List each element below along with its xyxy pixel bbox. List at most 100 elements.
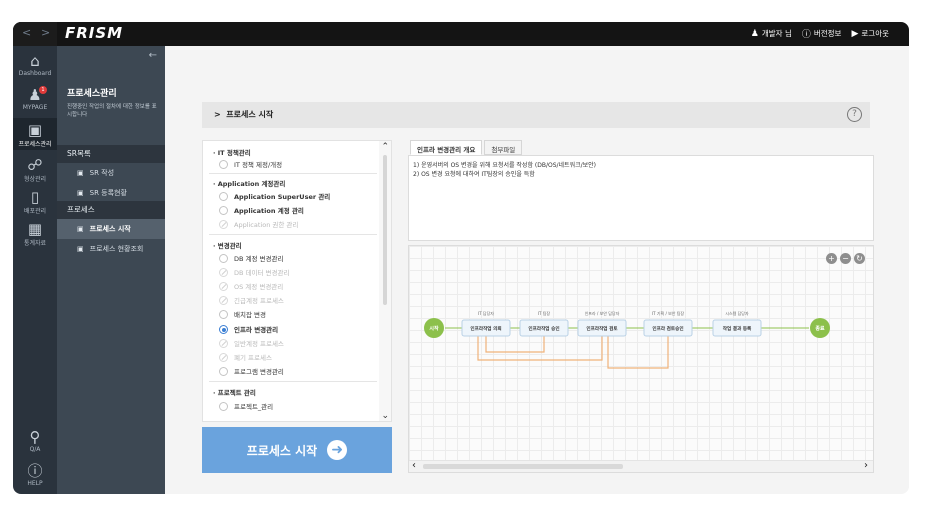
process-option-selected[interactable]: 인프라 변경관리	[219, 324, 278, 334]
user-label: 개발자 님	[761, 29, 792, 38]
flow-start-label: 시작	[429, 325, 439, 332]
tab-overview[interactable]: 인프라 변경관리 개요	[410, 140, 483, 155]
document-icon: ▣	[77, 225, 84, 233]
iconbar-item-help[interactable]: ⓘ HELP	[13, 462, 57, 487]
scrollbar-thumb[interactable]	[423, 464, 623, 469]
flow-step-role: IT 팀장	[538, 310, 551, 316]
user-menu[interactable]: ♟ 개발자 님	[751, 28, 792, 39]
process-option[interactable]: Application SuperUser 관리	[219, 191, 330, 201]
process-option: DB 데이터 변경관리	[219, 267, 289, 277]
zoom-controls: + − ↻	[826, 253, 865, 264]
back-arrow-icon[interactable]: <	[22, 26, 32, 39]
iconbar-item-dashboard[interactable]: ⌂ Dashboard	[13, 52, 57, 77]
panel-description: 진행중인 작업의 절차에 대한 정보를 표시합니다	[67, 104, 157, 118]
flow-return-connector	[477, 336, 603, 361]
radio-button[interactable]	[219, 191, 228, 201]
iconbar-item-qa[interactable]: ⚲ Q/A	[13, 428, 57, 453]
flow-step-node	[643, 319, 693, 337]
zoom-out-icon[interactable]: −	[840, 253, 851, 264]
radio-button[interactable]	[219, 253, 228, 263]
iconbar-item-deploy[interactable]: ▯ 배포관리	[13, 188, 57, 215]
zoom-in-icon[interactable]: +	[826, 253, 837, 264]
description-line: 1) 운영서버의 OS 변경을 위해 요청서를 작성함 (DB/OS/네트워크/…	[413, 162, 597, 169]
document-icon: ▣	[77, 189, 84, 197]
flow-step-role: 인프라 / 보안 담당자	[585, 310, 620, 316]
scrollbar-thumb[interactable]	[383, 155, 387, 305]
chevron-up-icon[interactable]: ⌃	[381, 142, 389, 152]
iconbar-item-mypage[interactable]: ♟ 1 MYPAGE	[13, 86, 57, 111]
section-sr-list[interactable]: SR목록	[57, 145, 165, 163]
horizontal-scrollbar[interactable]: ‹ ›	[409, 460, 873, 472]
radio-button-disabled	[219, 267, 228, 277]
reset-zoom-icon[interactable]: ↻	[854, 253, 865, 264]
help-circle-icon[interactable]: ?	[847, 107, 862, 122]
monitor-icon: ▣	[27, 121, 43, 139]
help-icon: ⓘ	[27, 462, 43, 480]
process-option: 폐기 프로세스	[219, 352, 272, 362]
sidebar-item-process-status[interactable]: ▣ 프로세스 현황조회	[57, 239, 165, 259]
radio-button-disabled	[219, 281, 228, 291]
process-option: 일반계정 프로세스	[219, 338, 284, 348]
description-line: 2) OS 변경 요청에 대하여 IT팀장의 승인을 득함	[413, 171, 535, 178]
logout-link[interactable]: ▶ 로그아웃	[851, 28, 889, 39]
iconbar-item-config[interactable]: ☍ 형상관리	[13, 156, 57, 183]
icon-sidebar: ⌂ Dashboard ♟ 1 MYPAGE ▣ 프로세스관리 ☍ 형상관리 ▯…	[13, 46, 57, 494]
sidebar-item-process-start[interactable]: ▣ 프로세스 시작	[57, 219, 165, 239]
user-icon: ♟	[750, 28, 759, 39]
top-bar: < > FRISM ♟ 개발자 님 ⓘ 버전정보 ▶ 로그아웃	[13, 22, 909, 46]
process-option: Application 권한 관리	[219, 219, 298, 229]
process-option[interactable]: Application 계정 관리	[219, 205, 304, 215]
flow-end-label: 종료	[815, 325, 825, 332]
phone-icon: ▯	[30, 188, 40, 206]
iconbar-item-process[interactable]: ▣ 프로세스관리	[13, 118, 57, 150]
section-process[interactable]: 프로세스	[57, 201, 165, 219]
process-option[interactable]: DB 계정 변경관리	[219, 253, 283, 263]
process-option: 긴급계정 프로세스	[219, 295, 284, 305]
flow-step-label: 작업 결과 등록	[723, 325, 752, 332]
vertical-scrollbar[interactable]: ⌃ ⌄	[379, 141, 391, 421]
flow-return-connector	[485, 336, 545, 353]
radio-button[interactable]	[219, 159, 228, 169]
radio-button-disabled	[219, 338, 228, 348]
flow-step-label: 인프라작업 승인	[528, 325, 559, 332]
flow-step-role: IT 담당자	[478, 310, 494, 316]
radio-button[interactable]	[219, 401, 228, 411]
description-panel: 1) 운영서버의 OS 변경을 위해 요청서를 작성함 (DB/OS/네트워크/…	[408, 155, 874, 241]
top-right-menu: ♟ 개발자 님 ⓘ 버전정보 ▶ 로그아웃	[751, 27, 889, 41]
radio-button[interactable]	[219, 309, 228, 319]
process-start-label: 프로세스 시작	[246, 443, 318, 458]
radio-button[interactable]	[219, 366, 228, 376]
version-info-link[interactable]: ⓘ 버전정보	[802, 27, 842, 40]
process-start-button[interactable]: 프로세스 시작 ➜	[202, 427, 392, 473]
user-icon: ♟	[28, 86, 42, 104]
sidebar-item-sr-create[interactable]: ▣ SR 작성	[57, 163, 165, 183]
group-it-policy: · IT 정책관리	[213, 149, 251, 157]
process-option[interactable]: 프로젝트_관리	[219, 401, 273, 411]
sidebar-item-sr-status[interactable]: ▣ SR 등록현황	[57, 183, 165, 203]
chevron-down-icon[interactable]: ⌄	[381, 411, 389, 421]
flow-end-node	[810, 318, 830, 338]
process-option[interactable]: IT 정책 제정/개정	[219, 159, 282, 169]
chevron-left-icon[interactable]: ‹	[412, 460, 416, 471]
logout-label: 로그아웃	[861, 29, 889, 38]
document-icon: ▣	[77, 169, 84, 177]
side-panel: ← 프로세스관리 진행중인 작업의 절차에 대한 정보를 표시합니다 SR목록 …	[57, 46, 165, 494]
forward-arrow-icon[interactable]: >	[41, 26, 51, 39]
flow-start-node	[424, 318, 444, 338]
radio-button-disabled	[219, 219, 228, 229]
chevron-right-icon[interactable]: ›	[864, 460, 868, 471]
iconbar-item-stats[interactable]: ▦ 통계자료	[13, 220, 57, 247]
panel-title: 프로세스관리	[67, 89, 117, 99]
radio-button-selected[interactable]	[219, 324, 228, 334]
collapse-arrow-icon[interactable]: ←	[148, 50, 157, 61]
nav-arrows: < >	[13, 22, 57, 46]
breadcrumb-bar: > 프로세스 시작 ?	[202, 102, 870, 128]
radio-button[interactable]	[219, 205, 228, 215]
brand-logo[interactable]: FRISM	[65, 24, 124, 42]
group-app-account: · Application 계정관리	[213, 180, 286, 188]
flow-step-node	[577, 319, 627, 337]
tab-attachments[interactable]: 첨부파일	[484, 140, 523, 155]
flow-step-role: IT 기획 / 보안 팀장	[652, 310, 684, 316]
process-option[interactable]: 프로그램 변경관리	[219, 366, 284, 376]
process-option[interactable]: 배치잡 변경	[219, 309, 266, 319]
